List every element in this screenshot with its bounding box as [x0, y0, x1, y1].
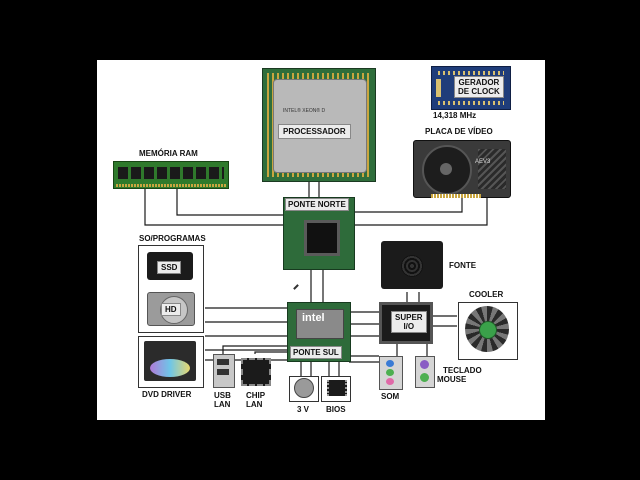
- chip-line2: LAN: [246, 400, 263, 409]
- teclado-line2: MOUSE: [437, 375, 467, 384]
- usb-line1: USB: [214, 391, 231, 400]
- gerador-clock-label: GERADOR DE CLOCK: [454, 76, 504, 98]
- hd-label: HD: [161, 303, 181, 316]
- cooler-image: [465, 306, 509, 352]
- gerador-line1: GERADOR: [458, 78, 500, 87]
- ssd-label: SSD: [157, 261, 182, 274]
- teclado-line1: TECLADO: [443, 366, 482, 375]
- ponte-norte-label: PONTE NORTE: [285, 198, 349, 211]
- cpu-brand-text: INTEL® XEON® D: [283, 108, 326, 114]
- gpu-brand-text: AEV3: [475, 159, 491, 165]
- gpu-image: [413, 140, 511, 198]
- battery-image: [294, 378, 314, 398]
- placa-video-label: PLACA DE VÍDEO: [425, 127, 493, 136]
- so-programas-label: SO/PROGRAMAS: [139, 234, 206, 243]
- usb-lan-label: USB LAN: [214, 391, 231, 409]
- bios-chip-image: [327, 380, 347, 396]
- chip-lan-image: [241, 358, 271, 386]
- intel-logo-text: intel: [302, 312, 325, 324]
- super-io-line2: I/O: [403, 322, 415, 331]
- cooler-frame: [458, 302, 518, 360]
- chip-line1: CHIP: [246, 391, 266, 400]
- gerador-line2: DE CLOCK: [458, 87, 500, 96]
- dvd-frame: [138, 336, 204, 388]
- cooler-label: COOLER: [469, 290, 504, 299]
- dvd-image: [144, 341, 196, 381]
- usb-lan-image: [213, 354, 235, 388]
- memoria-ram-label: MEMÓRIA RAM: [139, 149, 198, 158]
- bateria-label: 3 V: [297, 405, 310, 414]
- som-label: SOM: [381, 392, 400, 401]
- diagram-canvas: INTEL® XEON® D PROCESSADOR GERADOR DE CL…: [97, 60, 545, 420]
- gpu-pcie-contacts: [431, 194, 481, 198]
- bios-frame: [321, 376, 351, 402]
- usb-line2: LAN: [214, 400, 231, 409]
- ram-module-image: [113, 161, 229, 189]
- super-io-label: SUPER I/O: [391, 311, 427, 333]
- clock-frequency-label: 14,318 MHz: [433, 111, 477, 120]
- power-supply-image: [381, 241, 443, 289]
- ponte-sul-label: PONTE SUL: [290, 346, 342, 359]
- bios-label: BIOS: [326, 405, 346, 414]
- dvd-driver-label: DVD DRIVER: [142, 390, 192, 399]
- teclado-mouse-label: TECLADO MOUSE: [437, 366, 482, 384]
- ps2-port-image: [415, 356, 435, 388]
- battery-frame: [289, 376, 319, 402]
- processador-label: PROCESSADOR: [278, 124, 351, 139]
- super-io-line1: SUPER: [395, 313, 423, 322]
- fonte-label: FONTE: [449, 261, 477, 270]
- audio-jack-image: [379, 356, 403, 390]
- chip-lan-label: CHIP LAN: [246, 391, 265, 409]
- storage-group-frame: [138, 245, 204, 333]
